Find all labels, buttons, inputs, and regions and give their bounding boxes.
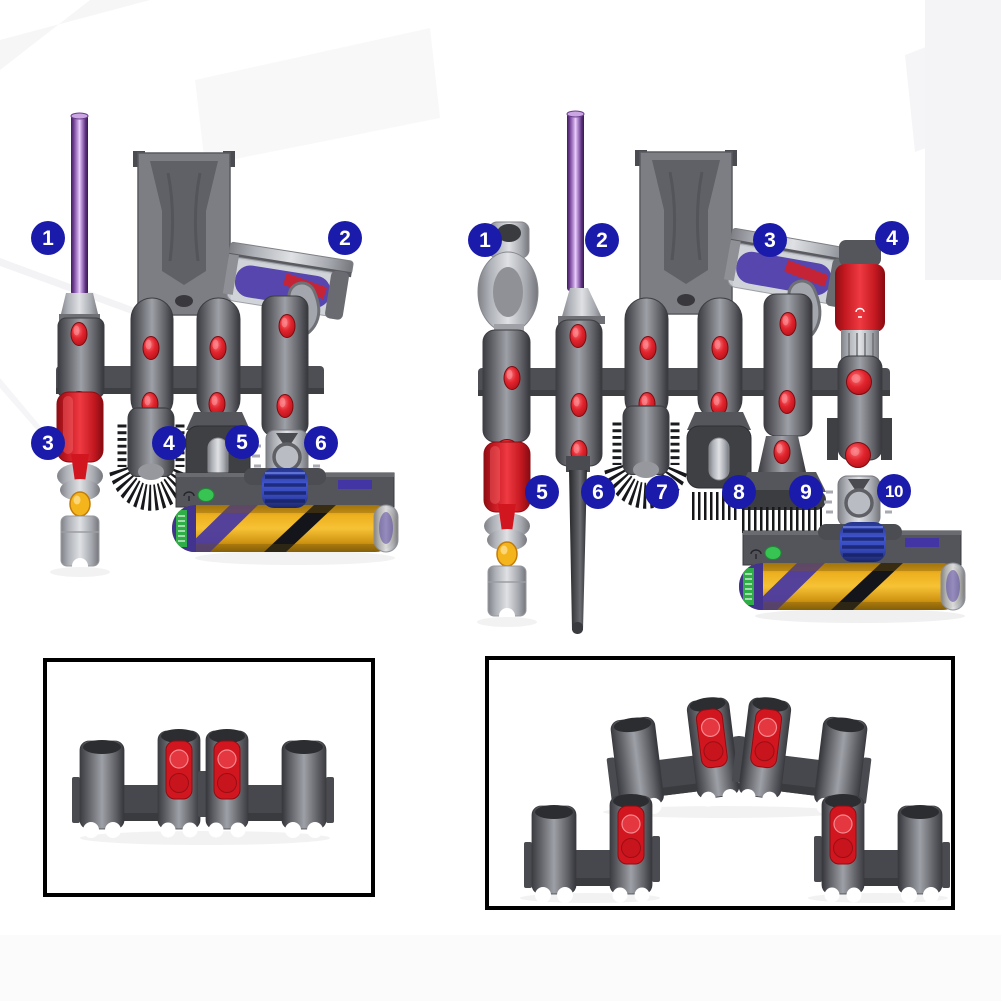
floorhead-column xyxy=(250,295,324,482)
blue-accordion-joint xyxy=(838,520,888,564)
combination-tool xyxy=(686,297,752,520)
wall-rail xyxy=(56,366,324,394)
round-brush-tool xyxy=(120,297,182,498)
round-brush-tool xyxy=(615,297,677,496)
purple-wand xyxy=(558,110,605,324)
callout-left-3: 3 xyxy=(31,426,65,460)
callout-right-5: 5 xyxy=(525,475,559,509)
inset-box-right xyxy=(485,656,955,910)
callout-left-2: 2 xyxy=(328,221,362,255)
inset-box-left xyxy=(43,658,375,897)
callout-right-10: 10 xyxy=(877,474,911,508)
left-assembly xyxy=(50,112,398,577)
callout-left-4: 4 xyxy=(152,426,186,460)
combination-tool xyxy=(185,297,251,489)
elbow-adapter xyxy=(477,221,539,627)
callout-right-7: 7 xyxy=(645,475,679,509)
blue-accordion-joint xyxy=(260,466,310,510)
right-assembly xyxy=(477,110,965,634)
callout-left-1: 1 xyxy=(31,221,65,255)
purple-wand xyxy=(59,112,100,322)
dock-cradle xyxy=(633,148,739,316)
red-led-tool xyxy=(822,240,896,528)
adapter-tool xyxy=(56,317,105,575)
callout-right-3: 3 xyxy=(753,223,787,257)
callout-right-2: 2 xyxy=(585,223,619,257)
callout-left-6: 6 xyxy=(304,426,338,460)
callout-right-8: 8 xyxy=(722,475,756,509)
crevice-tool xyxy=(555,319,603,634)
dock-cradle xyxy=(131,149,237,317)
callout-right-1: 1 xyxy=(468,223,502,257)
callout-right-9: 9 xyxy=(789,475,823,509)
callout-right-6: 6 xyxy=(581,475,615,509)
callout-right-4: 4 xyxy=(875,221,909,255)
callout-left-5: 5 xyxy=(225,425,259,459)
